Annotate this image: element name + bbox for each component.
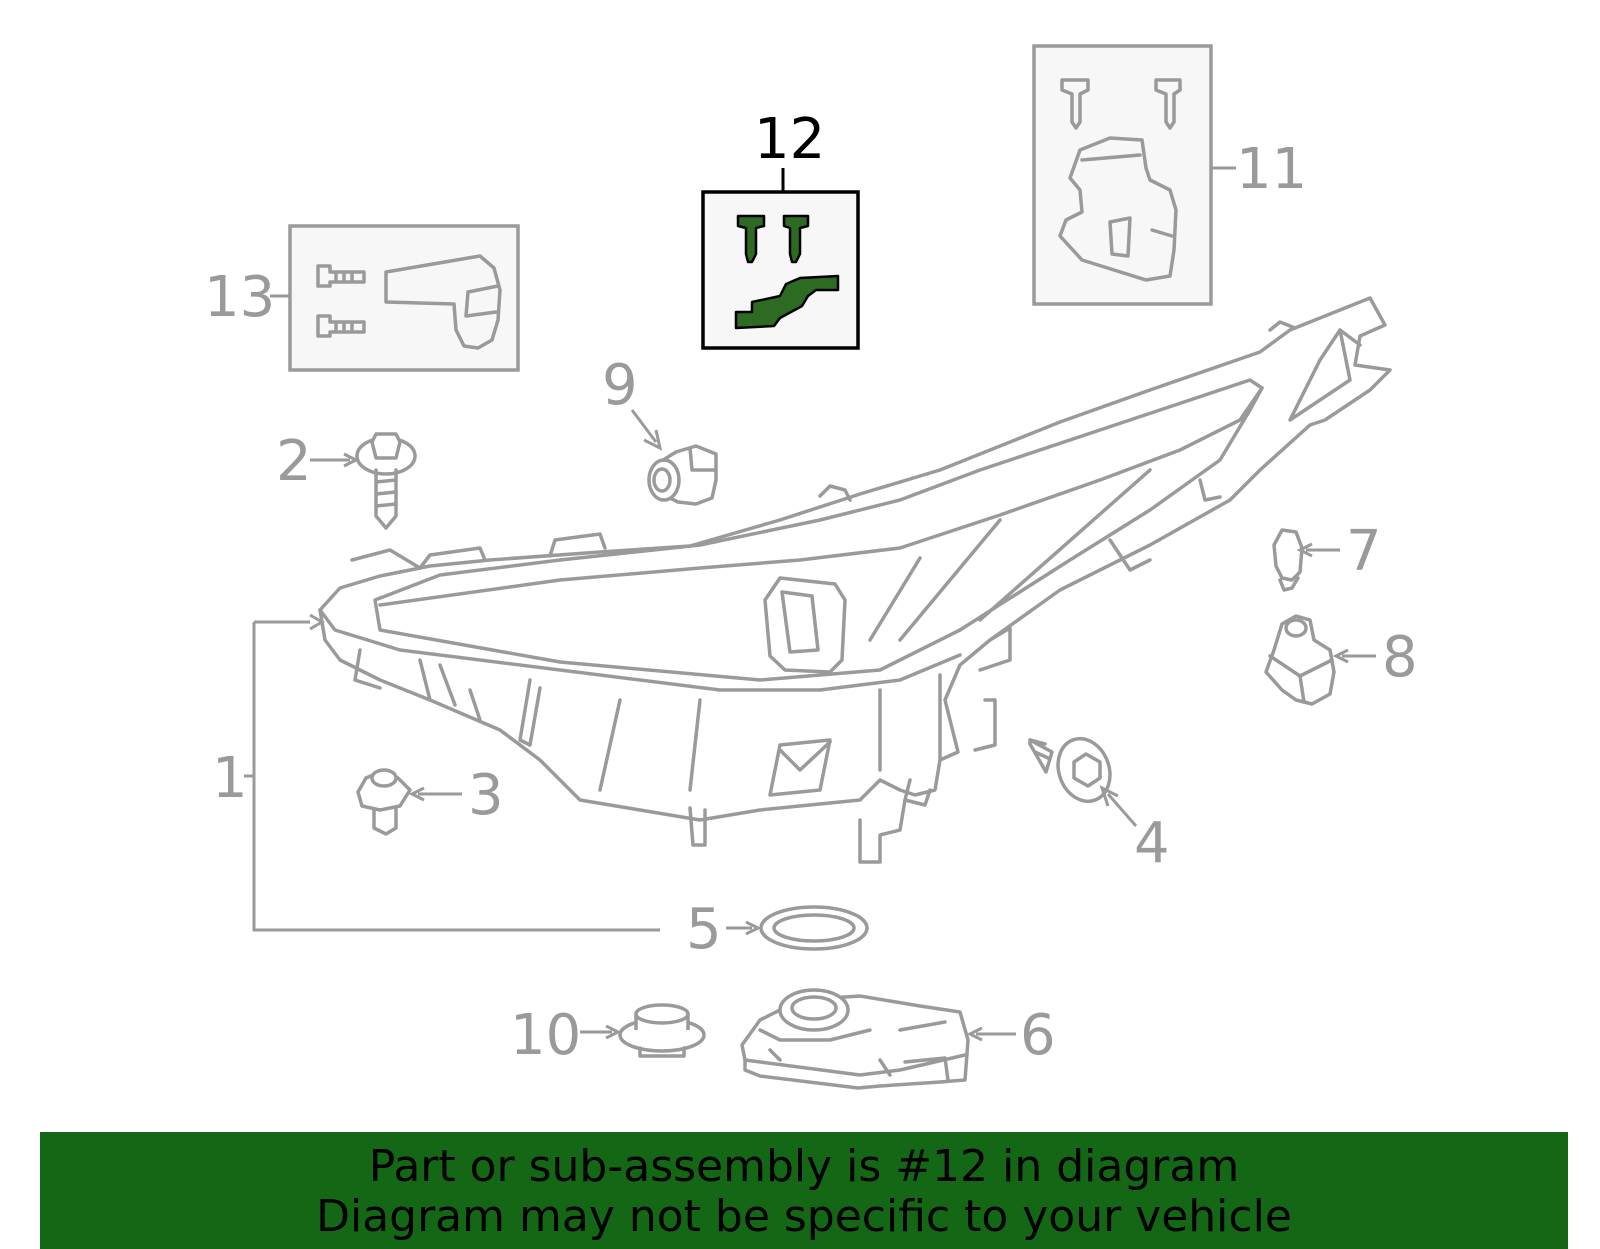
- callout-4: 4: [1134, 811, 1170, 876]
- callout-2: 2: [276, 429, 312, 494]
- callout-12[interactable]: 12: [754, 107, 825, 172]
- socket-part-8: [1264, 614, 1336, 706]
- bulb-part-7: [1272, 528, 1304, 592]
- bracket-icon-12: [734, 274, 840, 330]
- kit-box-12[interactable]: [701, 190, 860, 350]
- callout-1: 1: [212, 746, 248, 811]
- module-part-6: [740, 988, 970, 1090]
- kit-box-11: [1032, 44, 1213, 306]
- info-banner: Part or sub-assembly is #12 in diagram D…: [40, 1132, 1568, 1249]
- gasket-part-5: [759, 905, 869, 951]
- bolt-part-2: [355, 432, 417, 530]
- connector-part-9: [647, 444, 718, 506]
- leader-lines: [244, 166, 1376, 1042]
- banner-line-part: Part or sub-assembly is #12 in diagram: [368, 1141, 1240, 1192]
- kit-box-13: [288, 224, 520, 372]
- headlamp-assembly: [318, 296, 1392, 864]
- screw-icon-12b: [782, 214, 810, 264]
- screw-icon-12a: [736, 214, 766, 264]
- callout-13: 13: [204, 265, 275, 330]
- callout-8: 8: [1382, 625, 1418, 690]
- callout-7: 7: [1346, 519, 1382, 584]
- grommet-part-10: [618, 1003, 706, 1058]
- callout-9: 9: [602, 353, 638, 418]
- callout-11: 11: [1236, 137, 1307, 202]
- callout-10: 10: [510, 1003, 581, 1068]
- callout-5: 5: [686, 897, 722, 962]
- banner-line-disclaimer: Diagram may not be specific to your vehi…: [316, 1191, 1292, 1242]
- callout-6: 6: [1020, 1003, 1056, 1068]
- bolt-part-4: [1028, 736, 1112, 804]
- callout-3: 3: [468, 763, 504, 828]
- clip-part-3: [356, 768, 412, 836]
